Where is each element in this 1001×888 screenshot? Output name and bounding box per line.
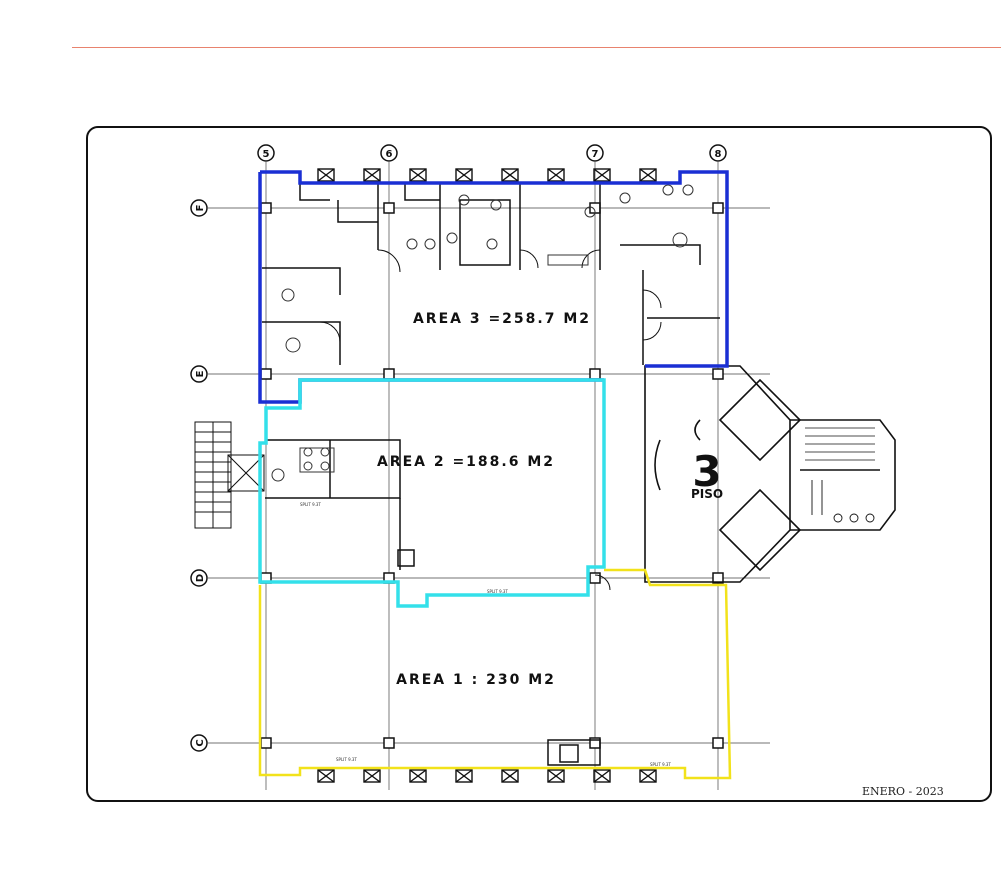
svg-text:8: 8 — [715, 149, 722, 160]
svg-text:7: 7 — [592, 149, 599, 160]
top-rule — [72, 47, 1001, 48]
svg-text:D: D — [195, 574, 206, 582]
svg-text:5: 5 — [263, 149, 270, 160]
restroom-fixtures — [811, 480, 875, 523]
floor-number: 3 — [692, 447, 721, 496]
svg-text:E: E — [195, 370, 206, 377]
row-marker-e: E — [190, 365, 208, 383]
row-marker-d: D — [190, 569, 208, 587]
grid-lines — [208, 162, 770, 790]
svg-text:F: F — [195, 205, 206, 212]
floor-label: PISO — [691, 487, 723, 501]
grid-column-markers: 5 6 7 8 — [257, 144, 727, 162]
row-marker-c: C — [190, 734, 208, 752]
area-3-label: AREA 3 =258.7 M2 — [413, 311, 591, 327]
area-2-outline — [258, 378, 606, 608]
svg-text:6: 6 — [386, 149, 393, 160]
column-marker-7: 7 — [586, 144, 604, 162]
column-marker-5: 5 — [257, 144, 275, 162]
split-note-bottom-right: SPLIT 9.3T — [650, 762, 671, 767]
area-2-label: AREA 2 =188.6 M2 — [377, 454, 555, 470]
door-swings — [319, 249, 662, 591]
drawing-date: ENERO - 2023 — [862, 785, 944, 798]
drawing-frame — [86, 126, 992, 802]
row-marker-f: F — [190, 199, 208, 217]
structural-columns — [260, 202, 724, 749]
bottom-facade-windows — [317, 769, 657, 783]
area-1-outline — [258, 568, 732, 780]
svg-text:C: C — [195, 739, 206, 746]
service-core — [644, 365, 896, 583]
split-note-bottom-left: SPLIT 9.3T — [336, 757, 357, 762]
split-note-core: SPLIT 9.3T — [487, 589, 508, 594]
area-3-outline-left — [258, 172, 604, 404]
core-stair-treads — [805, 427, 875, 461]
top-facade-windows — [317, 168, 657, 182]
grid-row-markers: F E D C — [190, 199, 208, 752]
column-marker-8: 8 — [709, 144, 727, 162]
furniture — [271, 184, 694, 482]
interior-walls — [262, 182, 720, 766]
area-3-outline — [260, 170, 729, 368]
area-1-label: AREA 1 : 230 M2 — [396, 672, 556, 688]
column-marker-6: 6 — [380, 144, 398, 162]
split-note-area2: SPLIT 9.3T — [300, 502, 321, 507]
left-stair — [194, 421, 265, 529]
